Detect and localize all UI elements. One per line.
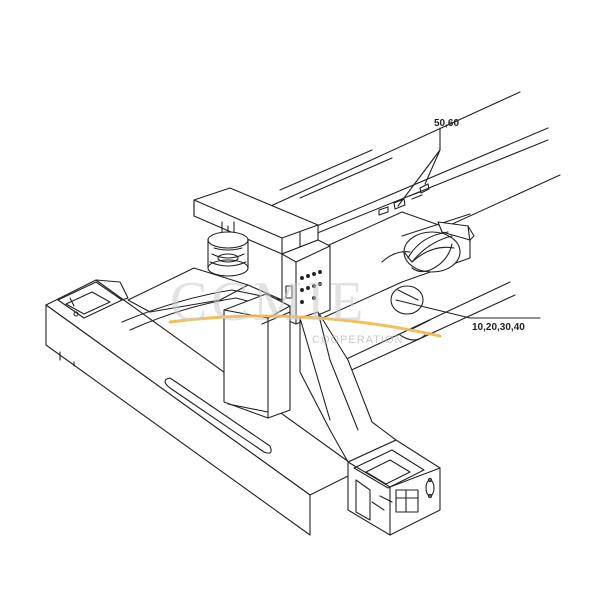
pivot-bushing (207, 221, 249, 277)
diagonal-strut (299, 311, 397, 463)
callout-label-top: 50,60 (434, 118, 459, 129)
side-arm (121, 267, 283, 331)
watermark-logo: CCMIE COOPERATION (168, 271, 442, 346)
handle-bracket (403, 221, 475, 273)
leader-lines (395, 127, 541, 319)
callout-label-right: 10,20,30,40 (472, 322, 525, 333)
watermark-brand: CCMIE (170, 271, 367, 333)
clip-parts (378, 183, 430, 216)
watermark-tagline: COOPERATION (312, 334, 403, 346)
main-beam (45, 279, 361, 536)
cover-panel (223, 293, 291, 419)
front-end-box (347, 439, 441, 536)
